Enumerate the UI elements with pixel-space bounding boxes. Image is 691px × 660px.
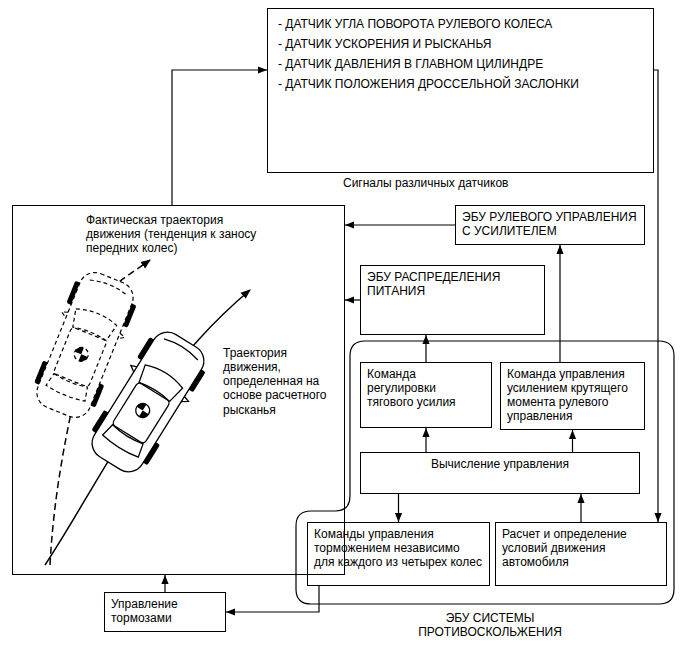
arrow-connector (425, 428, 426, 452)
arrow-connector (172, 70, 267, 205)
box-text: - ДАТЧИК УСКОРЕНИЯ И РЫСКАНЬЯ (278, 37, 643, 51)
process-box: Вычисление управления (360, 452, 640, 494)
ecu-region: ЭБУ СИСТЕМЫ ПРОТИВОСКОЛЬЖЕНИЯКоманда рег… (295, 340, 675, 605)
box-text: Расчет и определение условий движения ав… (502, 527, 660, 569)
process-box: Команда регулировки тягового усилия (360, 362, 492, 428)
caption-label: ЭБУ СИСТЕМЫ ПРОТИВОСКОЛЬЖЕНИЯ (410, 611, 570, 639)
arrow-connector (572, 430, 573, 452)
box-text: ЭБУ РАСПРЕДЕЛЕНИЯ ПИТАНИЯ (367, 270, 538, 298)
box-text: Команда управления усилением крутящего м… (507, 367, 638, 424)
caption-label: Траектория движения, определенная на осн… (223, 346, 335, 417)
box-text: Управление тормозами (111, 597, 219, 625)
box-text: Команды управления торможением независим… (314, 527, 483, 569)
box-text: - ДАТЧИК ДАВЛЕНИЯ В ГЛАВНОМ ЦИЛИНДРЕ (278, 57, 643, 71)
arrow-connector (559, 245, 560, 362)
arrow-connector (425, 335, 426, 362)
box-text: Команда регулировки тягового усилия (367, 367, 485, 409)
box-text: - ДАТЧИК ПОЛОЖЕНИЯ ДРОССЕЛЬНОЙ ЗАСЛОНКИ (278, 77, 643, 91)
process-box: Команда управления усилением крутящего м… (500, 362, 645, 430)
region-border (296, 341, 674, 604)
target-car (81, 323, 215, 481)
process-box: Управление тормозами (104, 592, 226, 632)
arrow-connector (226, 586, 319, 612)
ecu-box: ЭБУ РУЛЕВОГО УПРАВЛЕНИЯ С УСИЛИТЕЛЕМ (455, 205, 645, 245)
arrow-connector (345, 224, 455, 225)
sensor-box: - ДАТЧИК УГЛА ПОВОРОТА РУЛЕВОГО КОЛЕСА - … (267, 8, 654, 173)
caption-label: Фактическая траектория движения (тенденц… (86, 213, 266, 255)
box-text: ЭБУ РУЛЕВОГО УПРАВЛЕНИЯ С УСИЛИТЕЛЕМ (462, 210, 638, 238)
arrow-connector (164, 575, 165, 592)
process-box: Команды управления торможением независим… (307, 522, 490, 586)
vehicle-panel: Фактическая траектория движения (тенденц… (12, 205, 345, 575)
target-trajectory (45, 290, 250, 565)
arrow-connector (580, 494, 581, 522)
box-text: Вычисление управления (367, 457, 633, 471)
box-text: - ДАТЧИК УГЛА ПОВОРОТА РУЛЕВОГО КОЛЕСА (278, 17, 643, 31)
arrow-connector (345, 299, 360, 300)
caption-label: Сигналы различных датчиков (343, 176, 508, 190)
arrow-connector (398, 494, 399, 522)
process-box: Расчет и определение условий движения ав… (495, 522, 667, 586)
arrow-connector (654, 70, 658, 522)
ecu-box: ЭБУ РАСПРЕДЕЛЕНИЯ ПИТАНИЯ (360, 265, 545, 335)
